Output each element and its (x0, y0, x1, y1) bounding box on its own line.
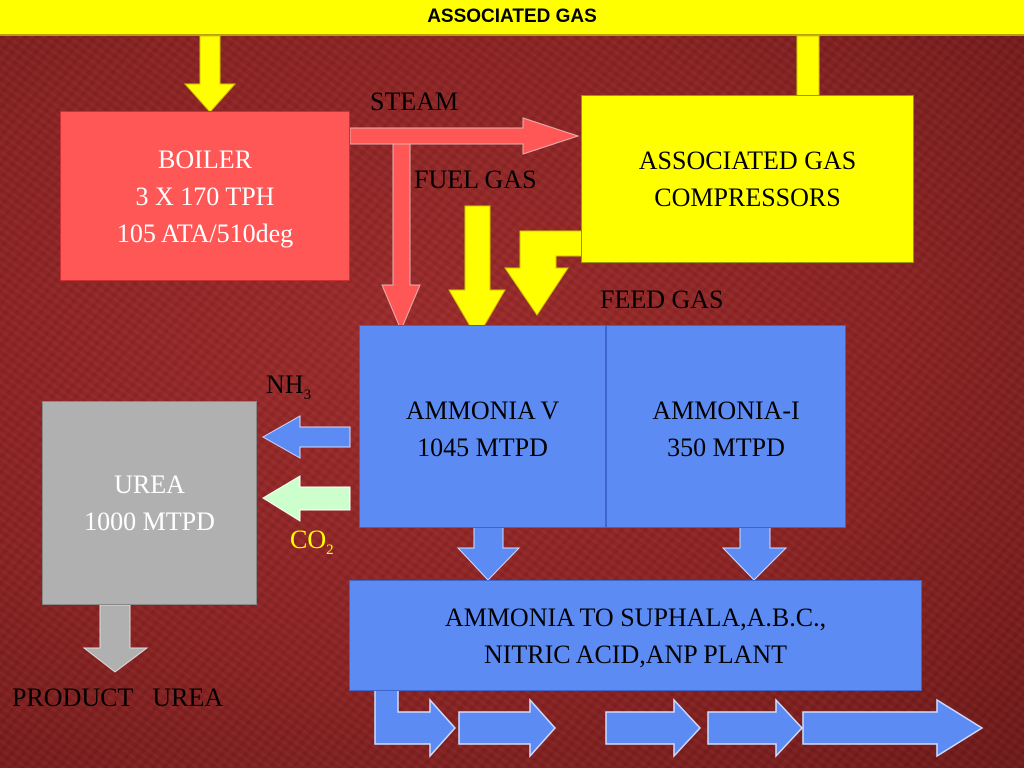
urea-capacity: 1000 MTPD (84, 507, 215, 536)
nh3-arrow (261, 415, 351, 459)
fuel-gas-label: FUEL GAS (414, 165, 537, 194)
dispatch-arrow-3 (707, 698, 804, 758)
urea-title: UREA (114, 470, 185, 499)
ammonia-i-capacity: 350 MTPD (667, 433, 785, 462)
co2-label-sub: 2 (326, 542, 334, 559)
product-urea-label: PRODUCT UREA (12, 683, 224, 712)
steam-label: STEAM (370, 87, 459, 116)
product-down-arrow (82, 604, 149, 673)
co2-label: CO2 (290, 525, 334, 559)
urea-box: UREA 1000 MTPD (42, 401, 257, 605)
compressors-box: ASSOCIATED GAS COMPRESSORS (581, 95, 914, 263)
dispatch-arrow-4 (802, 698, 984, 758)
compressors-line-2: COMPRESSORS (654, 183, 841, 212)
header-bar: ASSOCIATED GAS (0, 0, 1024, 36)
dispatch-arrow-2 (605, 698, 702, 758)
steam-to-ammonia-arrow (381, 143, 421, 332)
dispatch-arrow-1 (458, 698, 557, 758)
co2-arrow (262, 475, 351, 522)
header-title: ASSOCIATED GAS (427, 6, 597, 27)
fuel-gas-arrow (448, 205, 506, 339)
ammonia-v-title: AMMONIA V (405, 396, 560, 425)
ammonia-v-box: AMMONIA V 1045 MTPD (359, 325, 606, 528)
ammonia-distribution-box: AMMONIA TO SUPHALA,A.B.C., NITRIC ACID,A… (349, 580, 922, 691)
compressors-line-1: ASSOCIATED GAS (638, 146, 857, 175)
nh3-label-base: NH (266, 370, 304, 399)
boiler-conditions: 105 ATA/510deg (116, 218, 294, 248)
ammonia-i-title: AMMONIA-I (652, 396, 800, 425)
steam-to-compressors-arrow (349, 117, 580, 155)
co2-label-base: CO (290, 525, 327, 554)
boiler-capacity: 3 X 170 TPH (135, 181, 275, 211)
feed-gas-label: FEED GAS (600, 285, 724, 314)
ammonia-dist-line-1: AMMONIA TO SUPHALA,A.B.C., (444, 602, 827, 632)
ammonia-i-box: AMMONIA-I 350 MTPD (606, 325, 846, 528)
gas-to-boiler-arrow (183, 35, 237, 113)
nh3-label-sub: 3 (303, 387, 312, 404)
ammonia-dist-line-2: NITRIC ACID,ANP PLANT (483, 639, 788, 669)
boiler-box: BOILER 3 X 170 TPH 105 ATA/510deg (60, 111, 350, 281)
ammonia-v-capacity: 1045 MTPD (417, 433, 548, 462)
boiler-title: BOILER (158, 144, 252, 174)
nh3-label: NH3 (266, 370, 311, 404)
